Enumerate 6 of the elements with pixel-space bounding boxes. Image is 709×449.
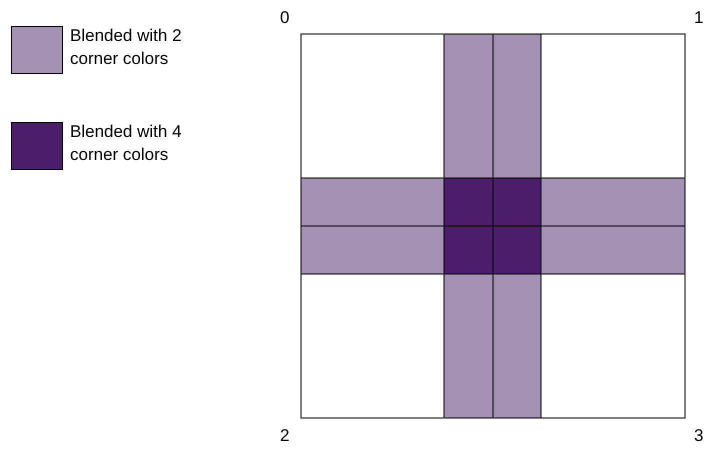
legend-label: Blended with 2 corner colors bbox=[70, 25, 183, 70]
legend-label: Blended with 4 corner colors bbox=[70, 121, 183, 166]
corner-number: 1 bbox=[694, 8, 704, 28]
corner-number: 2 bbox=[280, 426, 290, 446]
corner-number: 3 bbox=[694, 426, 704, 446]
corner-number: 0 bbox=[280, 8, 290, 28]
